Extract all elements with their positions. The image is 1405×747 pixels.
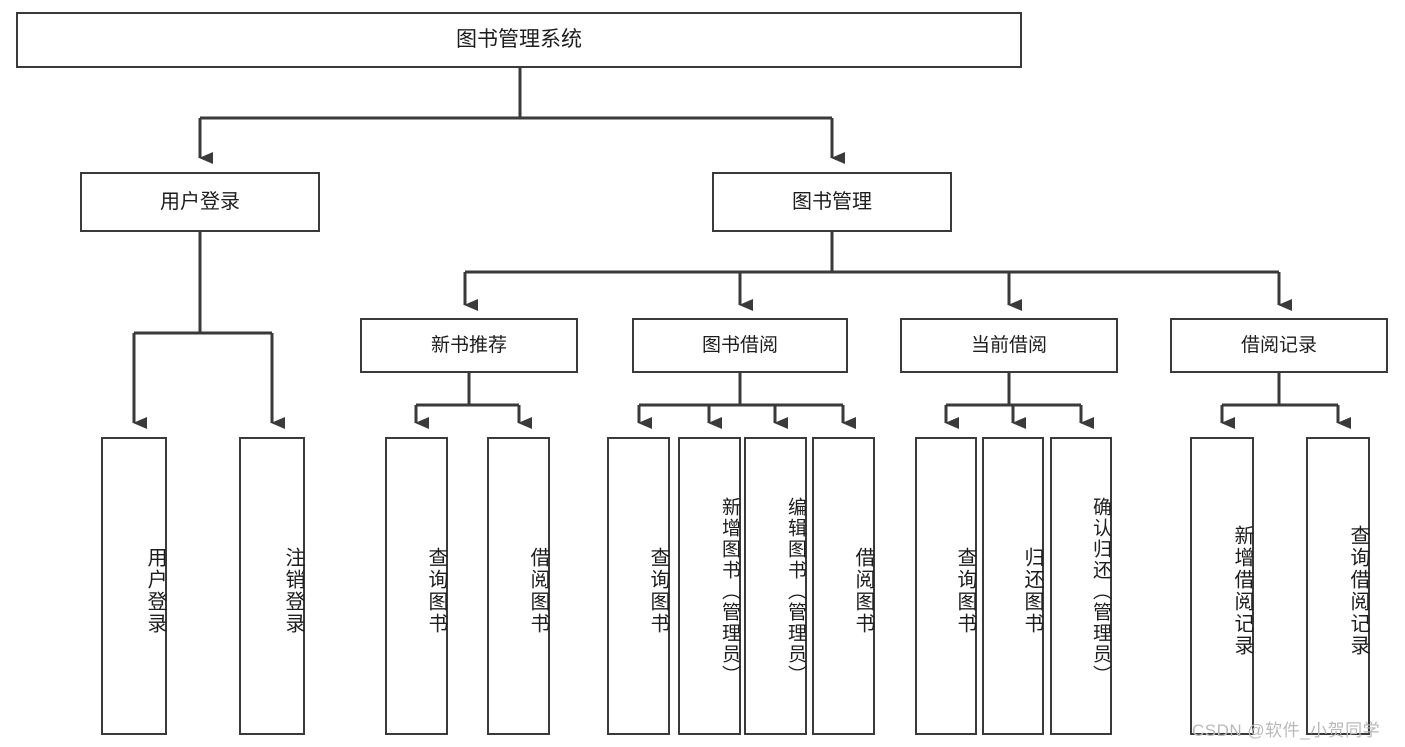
leaf-query-book-2[interactable]: 查询图书 xyxy=(607,437,670,735)
leaf-add-record-label: 新增借阅记录 xyxy=(1231,525,1253,657)
leaf-query-book-3-label: 查询图书 xyxy=(954,547,976,635)
node-current-borrow[interactable]: 当前借阅 xyxy=(900,318,1118,373)
node-new-book-recommend-label: 新书推荐 xyxy=(430,334,507,356)
leaf-query-book-1-label: 查询图书 xyxy=(425,547,447,635)
leaf-add-book[interactable]: 新增图书（管理员） xyxy=(678,437,741,735)
node-user-login[interactable]: 用户登录 xyxy=(80,172,320,232)
node-borrow-record[interactable]: 借阅记录 xyxy=(1170,318,1388,373)
leaf-logout-label: 注销登录 xyxy=(282,547,304,635)
csdn-watermark: CSDN @软件_小贺同学 xyxy=(1192,721,1381,740)
leaf-edit-book-label: 编辑图书（管理员） xyxy=(785,496,806,686)
leaf-query-book-1[interactable]: 查询图书 xyxy=(385,437,448,735)
node-borrow-record-label: 借阅记录 xyxy=(1240,334,1317,356)
leaf-return-book-label: 归还图书 xyxy=(1021,547,1043,635)
leaf-user-login-label: 用户登录 xyxy=(144,547,166,635)
leaf-logout[interactable]: 注销登录 xyxy=(239,437,305,735)
leaf-query-record-label: 查询借阅记录 xyxy=(1347,525,1369,657)
leaf-add-book-label: 新增图书（管理员） xyxy=(719,496,740,686)
leaf-query-book-2-label: 查询图书 xyxy=(647,547,669,635)
leaf-borrow-book-2[interactable]: 借阅图书 xyxy=(812,437,875,735)
leaf-add-record[interactable]: 新增借阅记录 xyxy=(1190,437,1254,735)
leaf-confirm-return-label: 确认归还（管理员） xyxy=(1090,496,1111,686)
leaf-query-book-3[interactable]: 查询图书 xyxy=(915,437,977,735)
node-book-borrow-label: 图书借阅 xyxy=(701,334,778,356)
leaf-confirm-return[interactable]: 确认归还（管理员） xyxy=(1050,437,1112,735)
leaf-borrow-book-2-label: 借阅图书 xyxy=(852,547,874,635)
leaf-return-book[interactable]: 归还图书 xyxy=(982,437,1044,735)
leaf-borrow-book-1[interactable]: 借阅图书 xyxy=(487,437,550,735)
leaf-edit-book[interactable]: 编辑图书（管理员） xyxy=(744,437,807,735)
node-current-borrow-label: 当前借阅 xyxy=(970,334,1047,356)
node-book-manage-label: 图书管理 xyxy=(792,190,872,213)
node-book-manage[interactable]: 图书管理 xyxy=(712,172,952,232)
node-root-label: 图书管理系统 xyxy=(456,27,582,51)
node-new-book-recommend[interactable]: 新书推荐 xyxy=(360,318,578,373)
leaf-user-login[interactable]: 用户登录 xyxy=(101,437,167,735)
node-user-login-label: 用户登录 xyxy=(160,190,240,213)
leaf-borrow-book-1-label: 借阅图书 xyxy=(527,547,549,635)
leaf-query-record[interactable]: 查询借阅记录 xyxy=(1306,437,1370,735)
node-book-borrow[interactable]: 图书借阅 xyxy=(632,318,848,373)
node-root[interactable]: 图书管理系统 xyxy=(16,12,1022,68)
